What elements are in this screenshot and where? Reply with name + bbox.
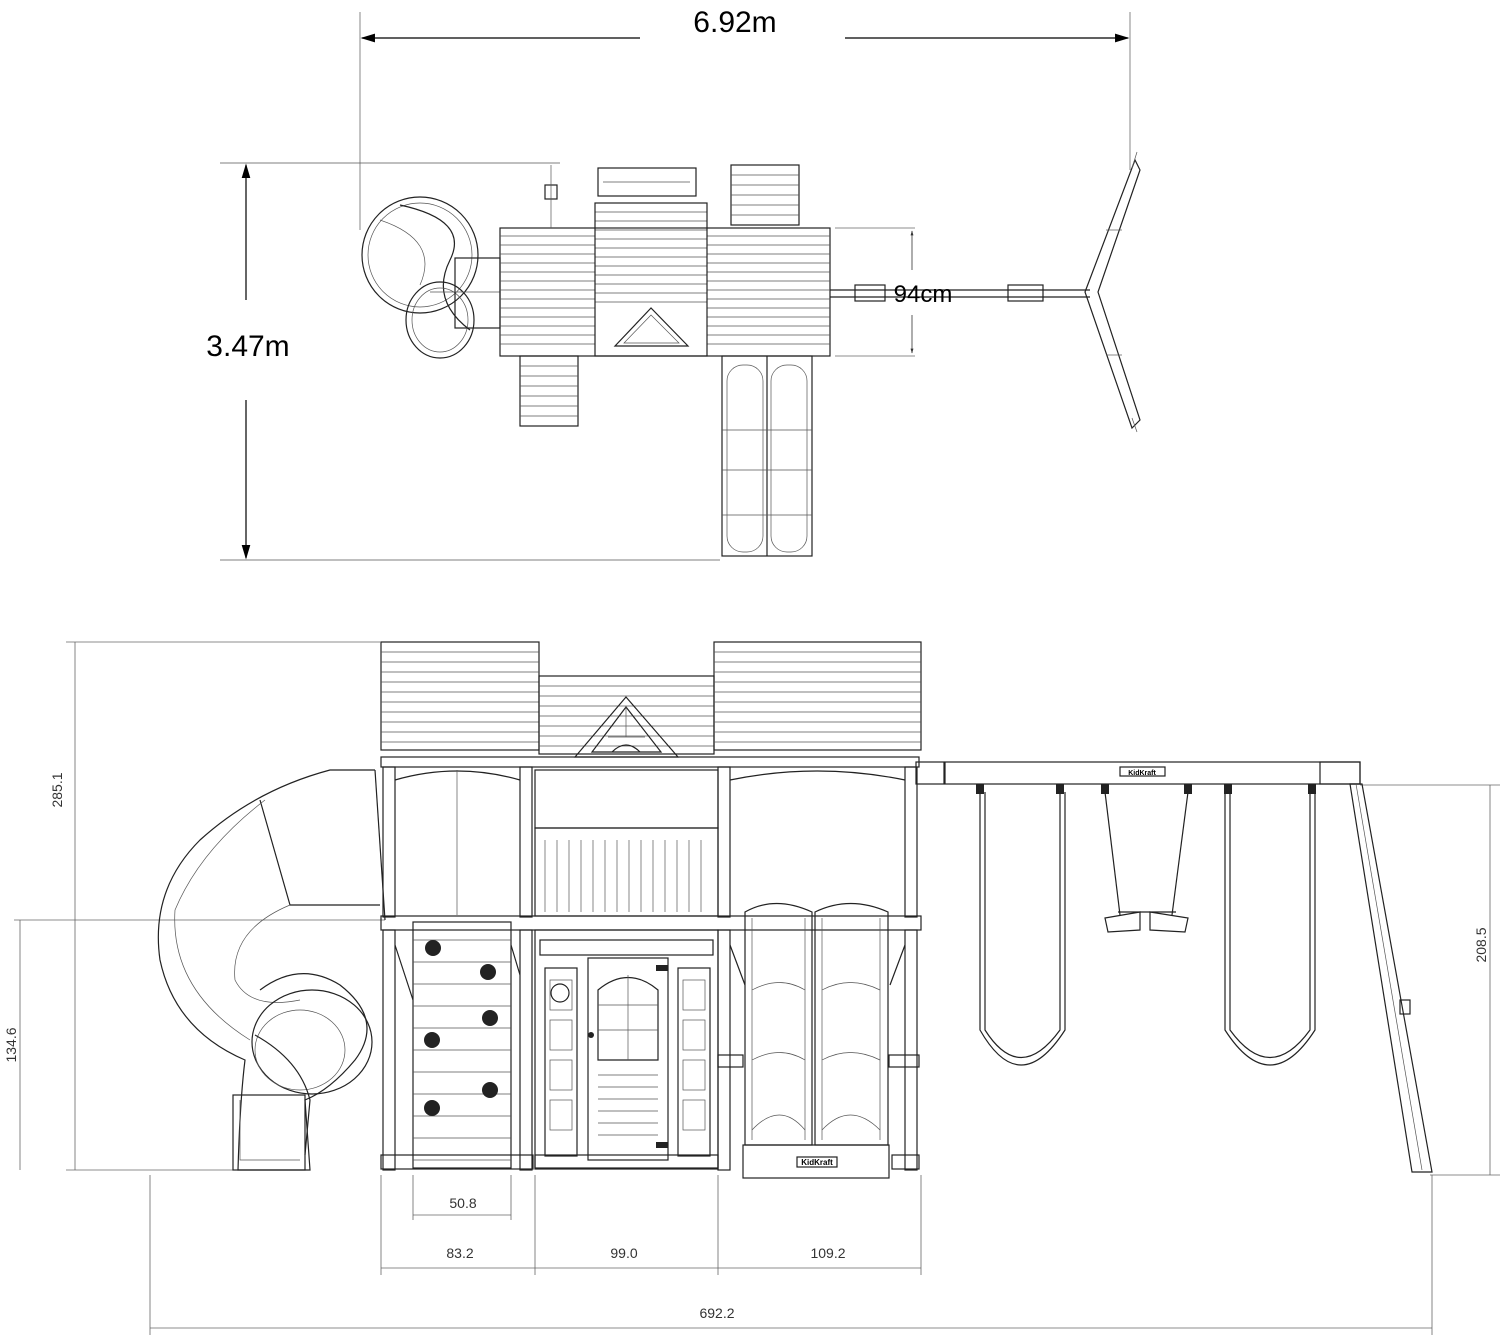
swing-height-label: 208.5	[1473, 927, 1489, 962]
rock-hold	[480, 964, 496, 980]
swing-beam-brand-label: KidKraft	[1128, 770, 1156, 777]
rock-wall-top	[519, 355, 579, 427]
shutter-panel	[682, 1099, 706, 1131]
center-width-label: 99.0	[610, 1245, 637, 1261]
slide-brand-label: KidKraft	[801, 1158, 833, 1167]
swing-beam-top: 94cm	[830, 151, 1141, 433]
front-view: 285.1 134.6 208.5	[3, 641, 1500, 1335]
swing-hanger	[1101, 784, 1109, 794]
rock-hold	[425, 940, 441, 956]
swing-gap-label: 94cm	[894, 281, 953, 308]
shutter-panel	[549, 1019, 573, 1051]
width-dimension: 6.92m	[359, 6, 1131, 230]
center-roof	[538, 675, 715, 758]
shutter-panel	[549, 1059, 573, 1091]
swing-hanger	[1056, 784, 1064, 794]
width-dimensions: 50.8 83.2 99.0 109.2 692.2	[149, 1175, 1433, 1335]
width-label: 6.92m	[693, 6, 776, 39]
rock-hold	[424, 1032, 440, 1048]
tower-left-width-label: 83.2	[446, 1245, 473, 1261]
swing-hanger	[1308, 784, 1316, 794]
depth-dimension: 3.47m	[206, 162, 720, 561]
shutter-panel	[549, 1099, 573, 1131]
shutter-panel	[549, 979, 573, 1011]
rock-hold	[482, 1082, 498, 1098]
swing-set-front: KidKraft	[944, 761, 1433, 1173]
playhouse	[534, 929, 719, 1170]
wave-slide-top	[721, 355, 813, 557]
rock-wall	[380, 921, 534, 1171]
ladder-width-label: 50.8	[449, 1195, 476, 1211]
swing-hanger	[1224, 784, 1232, 794]
depth-label: 3.47m	[206, 330, 289, 363]
swing-hanger	[976, 784, 984, 794]
upper-frame	[380, 756, 945, 918]
rock-hold	[482, 1010, 498, 1026]
top-view: 6.92m 3.47m	[206, 6, 1141, 561]
shutter-panel	[682, 1059, 706, 1091]
total-height-label: 285.1	[49, 772, 65, 807]
deck-top	[499, 164, 831, 357]
shutter-panel	[682, 1019, 706, 1051]
deck-beam	[380, 915, 922, 931]
left-roof	[380, 641, 540, 751]
deck-height-label: 134.6	[3, 1027, 19, 1062]
height-dimensions: 285.1 134.6 208.5	[3, 641, 1500, 1176]
spiral-slide-front	[157, 769, 386, 1171]
tower-right-width-label: 109.2	[810, 1245, 845, 1261]
swing-hanger	[1184, 784, 1192, 794]
shutter-panel	[682, 979, 706, 1011]
rock-hold	[424, 1100, 440, 1116]
spiral-slide-top	[361, 196, 501, 359]
wave-slide-front: KidKraft	[717, 903, 920, 1179]
total-width-label: 692.2	[699, 1305, 734, 1321]
right-roof	[713, 641, 922, 751]
